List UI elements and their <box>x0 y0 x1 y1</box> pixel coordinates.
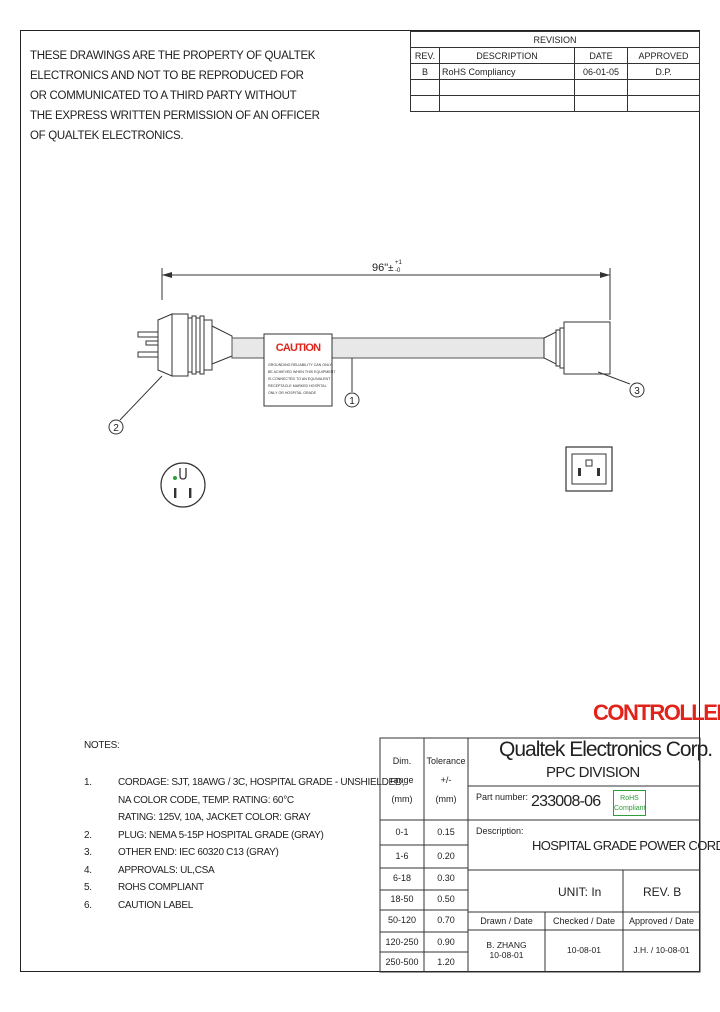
note-text: CORDAGE: SJT, 18AWG / 3C, HOSPITAL GRADE… <box>118 777 405 788</box>
part-number-label: Part number: <box>476 792 529 802</box>
connector-socket-left <box>578 468 581 476</box>
callout-2 <box>108 419 124 435</box>
part-number: 233008-06 <box>531 793 601 810</box>
callout-1 <box>344 392 360 408</box>
callout-3 <box>629 382 645 398</box>
caution-line: ONLY OR HOSPITAL GRADE <box>268 391 317 395</box>
caution-line: RECEPTACLE MARKED HOSPITAL <box>268 384 327 388</box>
description-value: HOSPITAL GRADE POWER CORD <box>532 838 720 853</box>
plug-grip-rings <box>187 315 213 375</box>
property-line: THESE DRAWINGS ARE THE PROPERTY OF QUALT… <box>30 50 316 62</box>
caution-line: GROUNDING RELIABILITY CAN ONLY <box>268 363 332 367</box>
note-text: CAUTION LABEL <box>118 899 194 911</box>
property-line: ELECTRONICS AND NOT TO BE REPRODUCED FOR <box>30 70 304 82</box>
checked-value: 10-08-01 <box>566 945 602 955</box>
division-name: PPC DIVISION <box>546 764 640 781</box>
property-line: THE EXPRESS WRITTEN PERMISSION OF AN OFF… <box>30 110 320 122</box>
dim-value: 120-250 <box>385 937 419 947</box>
note-text: APPROVALS: UL,CSA <box>118 864 215 876</box>
drawing-border <box>20 30 700 972</box>
note-item: RATING: 125V, 10A, JACKET COLOR: GRAY <box>84 809 404 827</box>
rev-value: REV. B <box>643 885 682 899</box>
unit-value: UNIT: In <box>558 885 602 899</box>
notes-title: NOTES: <box>84 740 120 751</box>
callout-2-label: 2 <box>113 423 119 434</box>
hospital-grade-dot <box>173 476 177 480</box>
note-number: 4. <box>84 864 92 876</box>
note-number: 2. <box>84 829 92 841</box>
note-item: 6. CAUTION LABEL <box>84 897 404 915</box>
plug-face-view <box>160 462 206 508</box>
callout-leader-3 <box>597 371 631 385</box>
notes-list: 1. CORDAGE: SJT, 18AWG / 3C, HOSPITAL GRA… <box>84 774 405 915</box>
tol-value: 0.15 <box>437 827 455 837</box>
dim-value: 50-120 <box>387 915 417 925</box>
tol-value: 0.30 <box>437 873 455 883</box>
note-item: 3. OTHER END: IEC 60320 C13 (GRAY) <box>84 844 404 862</box>
callout-1-label: 1 <box>349 396 355 407</box>
tol-value: 0.50 <box>437 894 455 904</box>
controlled-stamp: CONTROLLED <box>593 700 720 725</box>
plusminus: ± <box>388 263 394 274</box>
tol-value: 0.70 <box>437 915 455 925</box>
dim-value: 18-50 <box>390 894 414 904</box>
dim-arrow-left <box>162 272 172 278</box>
caution-label <box>263 333 333 407</box>
neutral-slot <box>174 488 177 498</box>
caution-line: IS CONNECTED TO AN EQUIVALENT <box>268 377 331 381</box>
drawn-label: Drawn / Date <box>480 916 533 926</box>
connector-inner-outline <box>571 453 607 485</box>
hot-slot <box>189 488 192 498</box>
dim-value: 6-18 <box>392 873 411 883</box>
tol-plus: +1 <box>395 260 403 266</box>
connector-ground-socket <box>585 459 593 467</box>
tol-value: 1.20 <box>437 957 455 967</box>
note-item: 5. ROHS COMPLIANT <box>84 879 404 897</box>
tolerance-header: Tolerance +/- (mm) <box>426 756 466 804</box>
caution-title: CAUTION <box>276 342 321 354</box>
drawn-value: B. ZHANG 10-08-01 <box>486 940 527 960</box>
dim-header: Dim. range (mm) <box>390 756 414 804</box>
tol-value: 0.20 <box>437 851 455 861</box>
note-text: NA COLOR CODE, TEMP. RATING: 60°C <box>118 794 294 806</box>
property-line: OR COMMUNICATED TO A THIRD PARTY WITHOUT <box>30 90 297 102</box>
callout-3-label: 3 <box>634 386 640 397</box>
revision-table: REVISION REV. DESCRIPTION DATE APPROVED … <box>410 31 700 112</box>
note-text: RATING: 125V, 10A, JACKET COLOR: GRAY <box>118 812 311 823</box>
note-item: 2. PLUG: NEMA 5-15P HOSPITAL GRADE (GRAY) <box>84 827 404 845</box>
approved-value: J.H. / 10-08-01 <box>633 945 690 955</box>
dim-value: 250-500 <box>385 957 419 967</box>
dim-arrow-right <box>600 272 610 278</box>
note-number: 6. <box>84 899 92 911</box>
description-label: Description: <box>476 826 524 836</box>
dim-value: 0-1 <box>395 827 409 837</box>
tol-value: 0.90 <box>437 937 455 947</box>
property-notice: THESE DRAWINGS ARE THE PROPERTY OF QUALT… <box>30 46 320 146</box>
rohs-compliant-badge: RoHS Compliant <box>613 790 646 816</box>
note-item: 4. APPROVALS: UL,CSA <box>84 862 404 880</box>
note-text: OTHER END: IEC 60320 C13 (GRAY) <box>118 847 279 858</box>
ground-pin-slot <box>179 468 187 480</box>
note-item: 1. CORDAGE: SJT, 18AWG / 3C, HOSPITAL GRA… <box>84 774 405 792</box>
length-dim: 96" <box>372 262 388 274</box>
callout-leader-2 <box>119 375 163 421</box>
tol-minus: -0 <box>395 268 401 274</box>
connector-socket-right <box>597 468 600 476</box>
caution-line: BE ACHIEVED WHEN THIS EQUIPMENT <box>268 370 336 374</box>
connector-body <box>563 321 611 375</box>
checked-label: Checked / Date <box>552 916 616 926</box>
approved-cell <box>627 95 700 112</box>
note-number: 1. <box>84 777 92 788</box>
note-number: 5. <box>84 882 92 893</box>
approved-label: Approved / Date <box>628 916 695 926</box>
note-text: PLUG: NEMA 5-15P HOSPITAL GRADE (GRAY) <box>118 829 324 841</box>
note-text: ROHS COMPLIANT <box>118 882 204 893</box>
property-line: OF QUALTEK ELECTRONICS. <box>30 130 184 142</box>
note-number: 3. <box>84 847 92 858</box>
dim-value: 1-6 <box>395 851 409 861</box>
note-item: NA COLOR CODE, TEMP. RATING: 60°C <box>84 792 404 810</box>
company-name: Qualtek Electronics Corp. <box>499 738 713 761</box>
